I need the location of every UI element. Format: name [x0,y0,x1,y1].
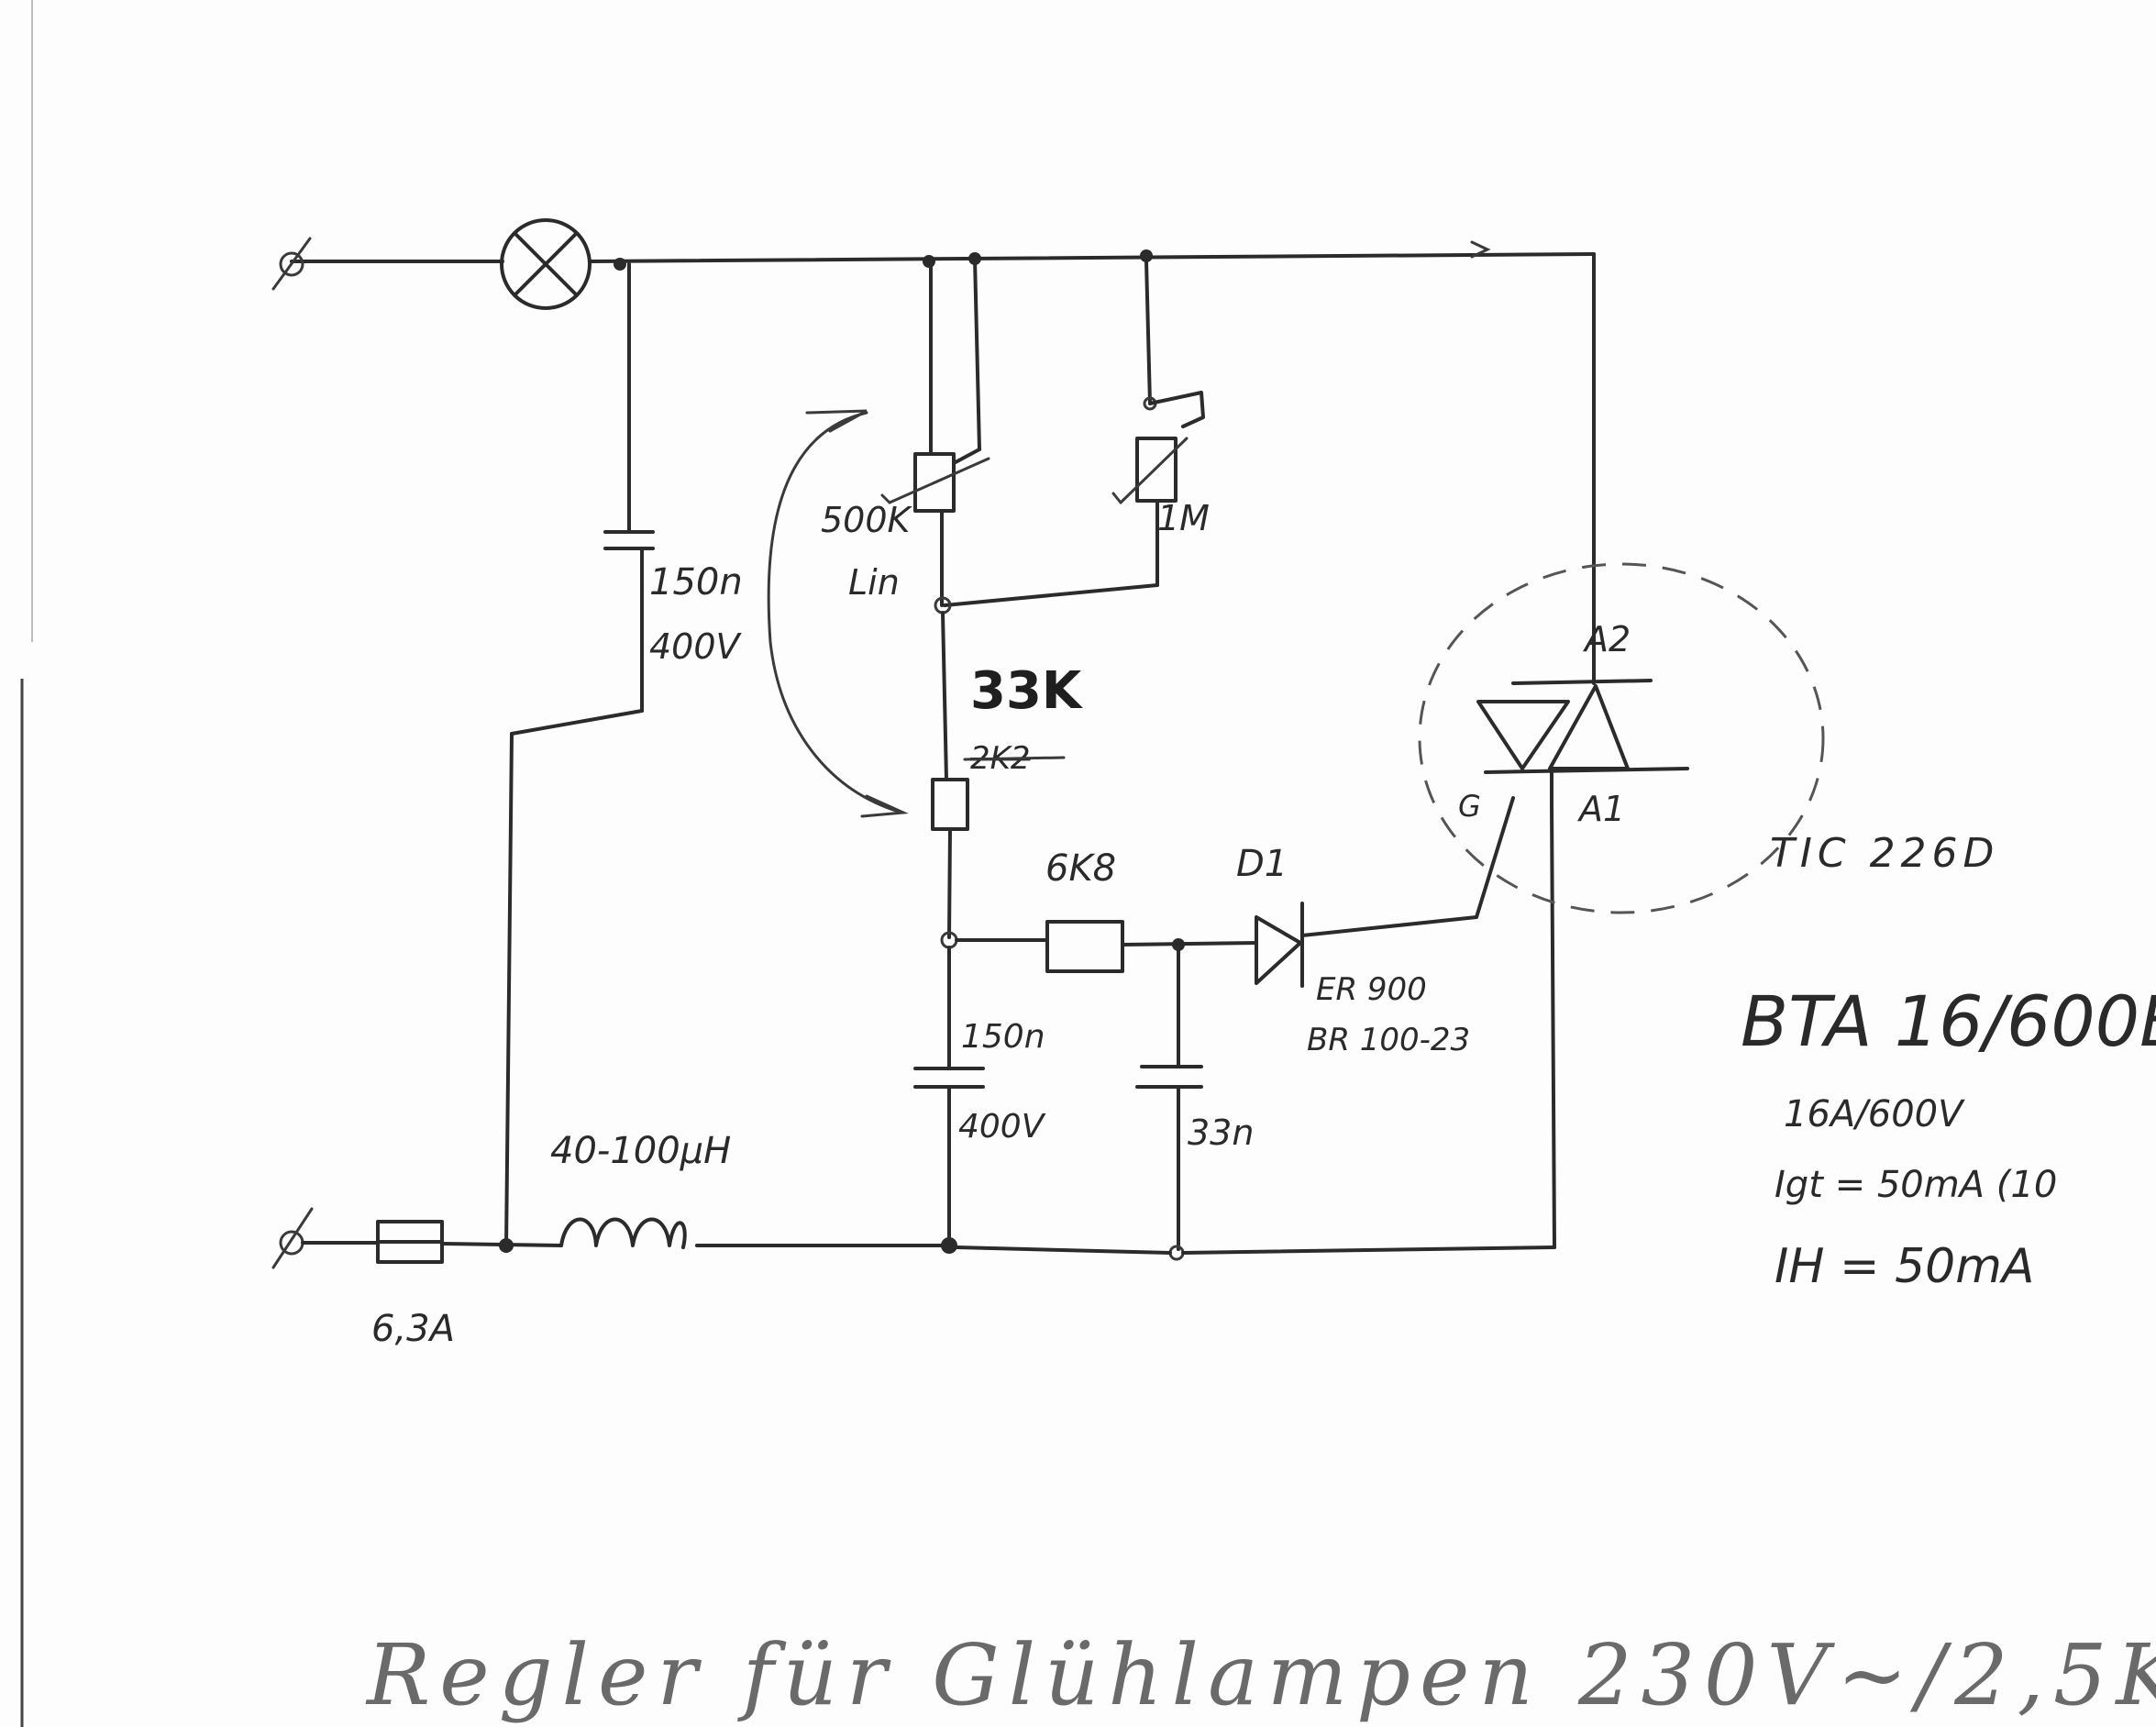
label-cap-400v-top: 400V [649,626,743,667]
wire [1121,941,1258,947]
wire [1181,1245,1556,1255]
inductor-icon [559,1217,687,1249]
note-triac-rating: 16A/600V [1784,1093,1965,1135]
label-triac-a2: A2 [1582,619,1631,659]
wire [973,257,981,451]
wire [590,252,1596,263]
lamp-icon [500,218,592,310]
resistor-33k-body [931,778,969,831]
resistor-6k8-body [1045,920,1124,973]
wire [1550,801,1556,1249]
note-triac-ih: IH = 50mA [1775,1239,2034,1294]
junction-dot [499,1238,514,1253]
arrow-icon [1470,240,1491,259]
note-triac-alt: BTA 16/600B [1741,980,2156,1062]
triac-plate [1511,679,1653,685]
label-diode-type-1: ER 900 [1316,971,1427,1008]
potentiometer-arrow [888,457,990,504]
triac-package-outline [1418,562,1825,914]
wire [1475,796,1515,919]
label-pot-1m: 1M [1157,498,1210,538]
wire [943,583,1159,607]
potentiometer-500k-body [913,452,956,513]
label-pot-500k-type: Lin [848,562,900,603]
note-triac-igt: Igt = 50mA (10 [1775,1164,2057,1206]
diagram-title: Regler für Glühlampen 230V~/2,5K [365,1626,2156,1724]
label-inductor: 40-100µH [550,1130,731,1172]
label-resistor-6k8: 6K8 [1045,847,1116,890]
label-cap-400v-mid: 400V [958,1108,1046,1146]
label-fuse: 6,3A [371,1308,455,1350]
terminal-slash [271,1207,314,1269]
diode-icon [1255,915,1302,985]
lamp-cross [514,232,578,296]
wire [510,709,644,736]
triac-thyristor-icon [1548,684,1630,770]
terminal-slash [271,237,312,291]
wire [1300,915,1478,937]
wire [947,827,952,939]
junction-dot [1140,249,1153,262]
terminal-icon [279,251,304,277]
label-cap-150n-mid: 150n [961,1018,1045,1056]
potentiometer-arrow [880,493,891,504]
label-triac-a1: A1 [1576,789,1625,829]
label-diode-type-2: BR 100-23 [1307,1022,1470,1058]
label-triac-part: TIC 226D [1770,830,1999,877]
label-resistor-33k: 33K [970,661,1084,721]
curved-arrow-head [805,409,868,433]
wire [955,1245,1172,1255]
wire [1144,260,1152,405]
label-cap-150n-top: 150n [649,561,743,603]
wire [941,611,948,781]
strike-line [963,756,1066,761]
wire [504,732,514,1249]
label-triac-g: G [1458,789,1481,824]
wire [1148,391,1205,428]
potentiometer-arrow [1119,437,1189,504]
triac-thyristor-icon [1476,700,1570,770]
label-cap-33n: 33n [1188,1113,1254,1153]
curved-arrow [767,411,901,814]
wire [952,448,981,465]
junction-dot [614,258,626,271]
potentiometer-arrow [1111,492,1122,504]
curved-arrow-head [860,794,909,818]
label-diode-d1: D1 [1236,843,1288,885]
label-pot-500k: 500K [821,500,913,540]
